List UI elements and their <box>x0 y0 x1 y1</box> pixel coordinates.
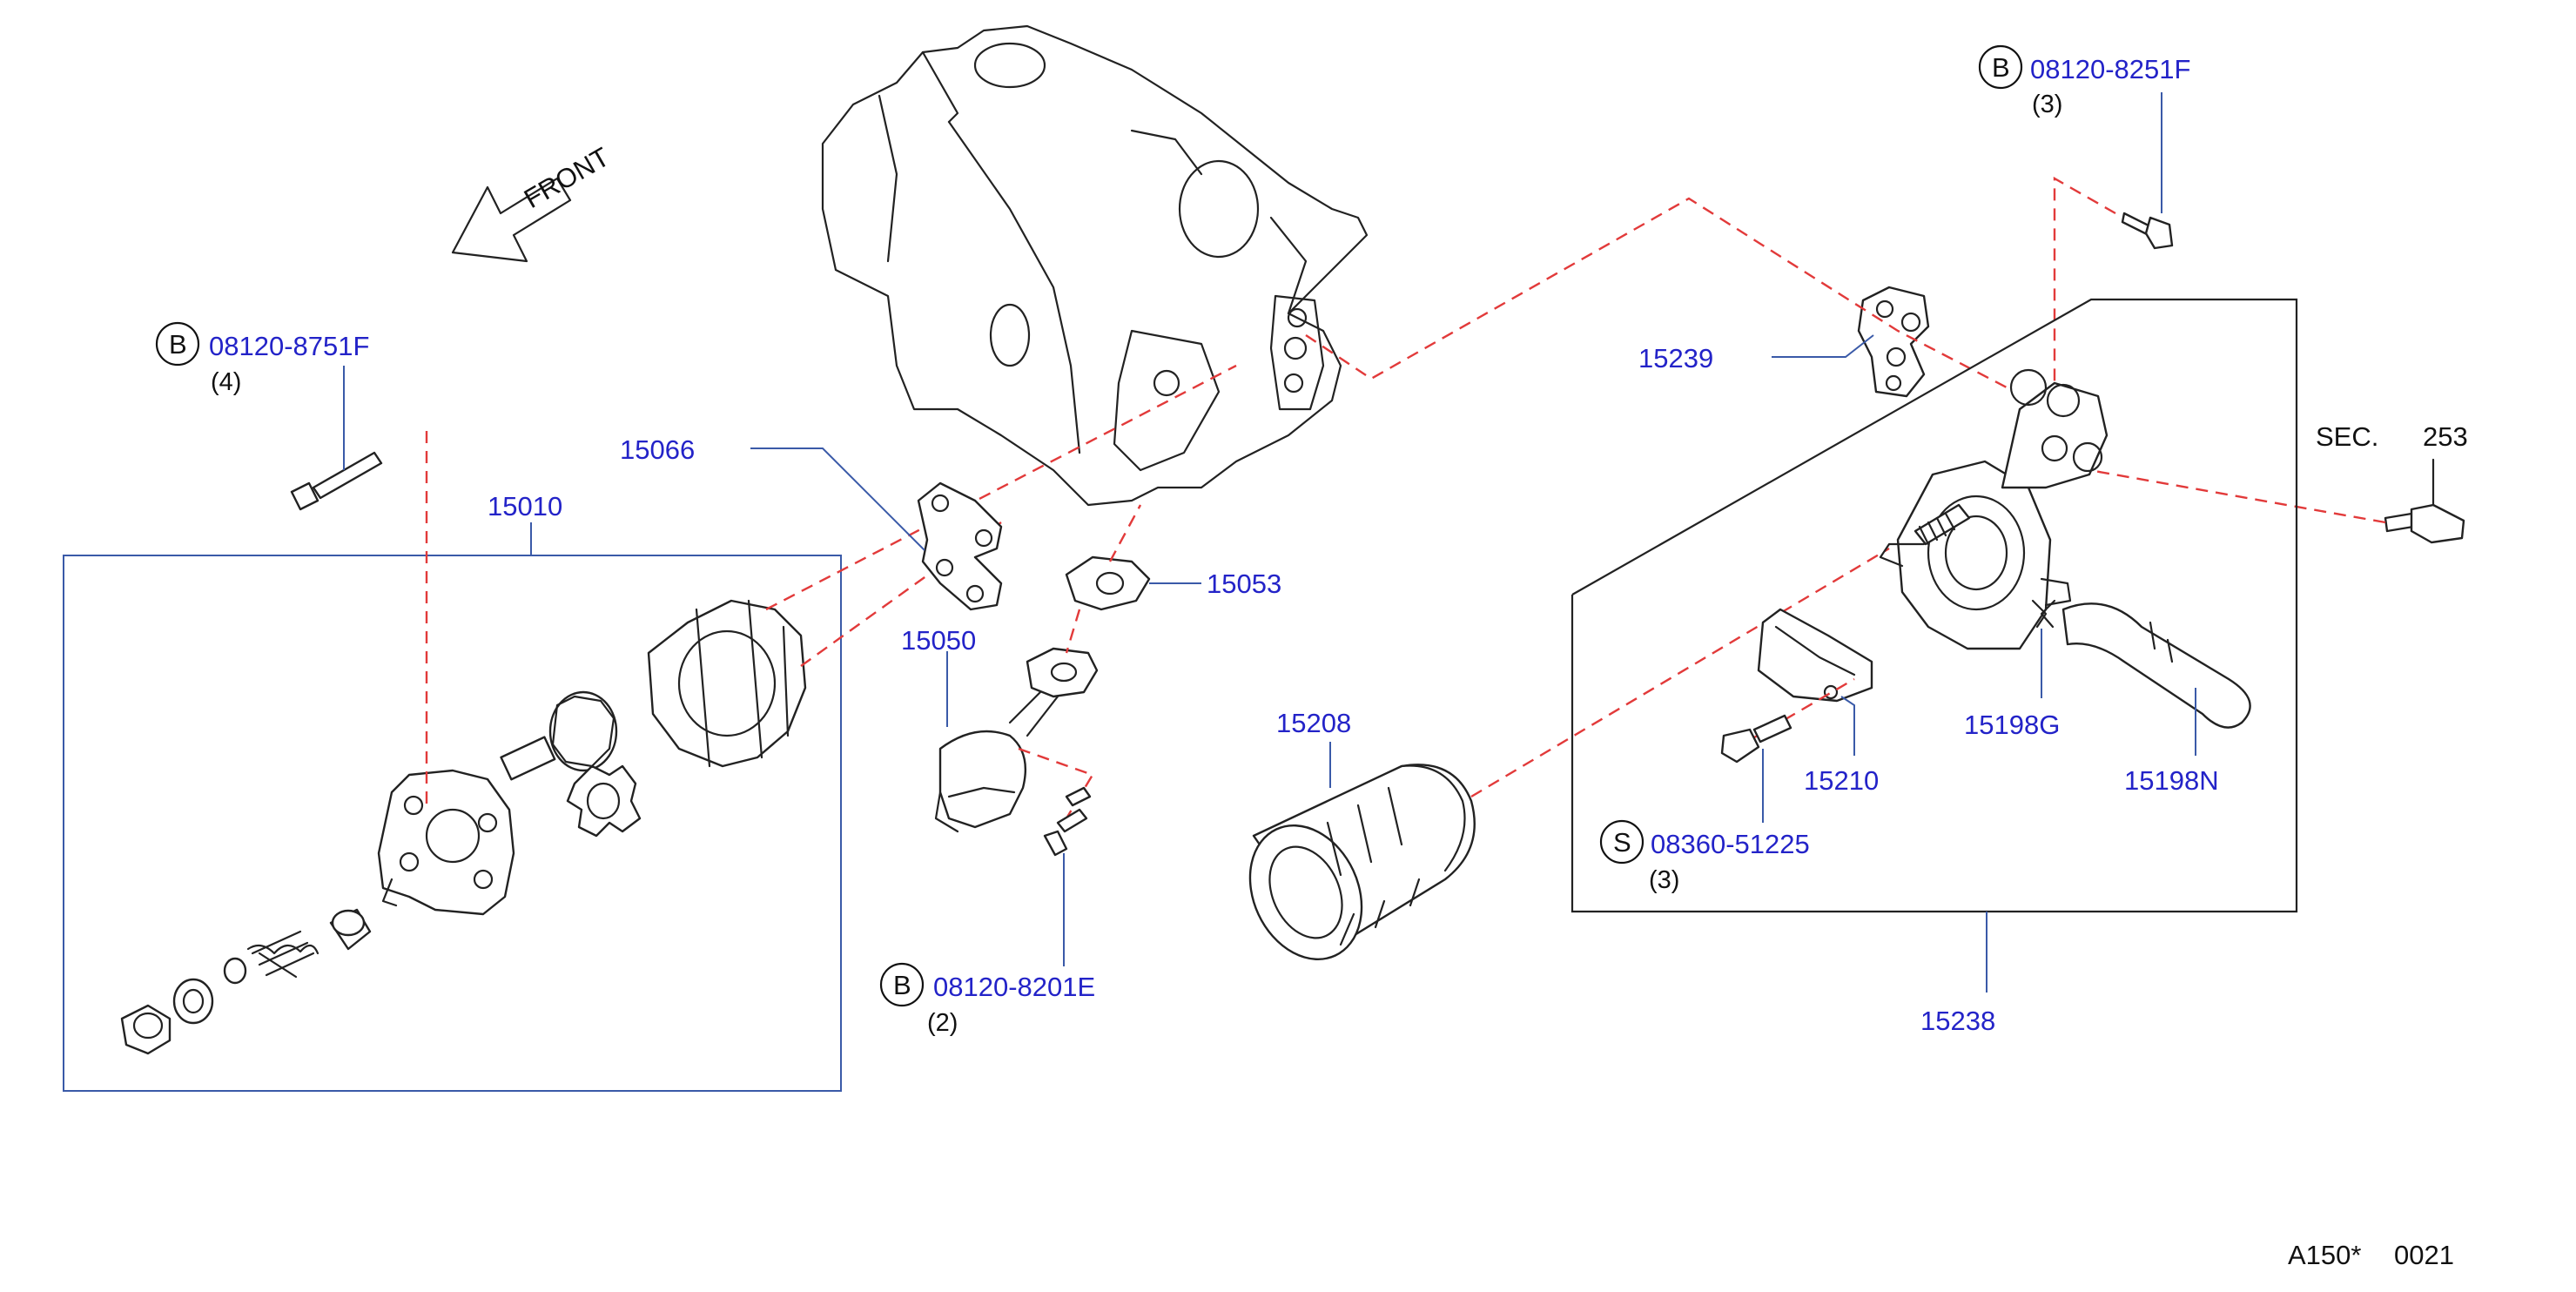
fastener-part-08120-8201E: 08120-8201E <box>933 972 1095 1002</box>
pump-cover <box>647 599 807 768</box>
heat-shield-15210: 15210 <box>1749 608 1879 796</box>
sec-253-reference[interactable]: SEC. 253 <box>2088 421 2468 544</box>
callout-15050[interactable]: 15050 <box>901 625 976 656</box>
callout-15208[interactable]: 15208 <box>1276 708 1351 738</box>
oil-pump-assembly: 15010 <box>63 364 1237 1092</box>
callout-15066[interactable]: 15066 <box>620 434 695 465</box>
badge-b-1: B <box>169 329 187 360</box>
callout-15238[interactable]: 15238 <box>1920 1006 1995 1036</box>
engine-block <box>821 24 1369 507</box>
clamp-15198G: 15198G <box>1964 599 2060 740</box>
sec-label: SEC. <box>2316 421 2378 452</box>
badge-s: S <box>1613 827 1631 858</box>
pump-bolt <box>290 451 383 511</box>
oil-filter-15208: 15208 <box>1248 547 1890 961</box>
fastener-08360-51225[interactable]: S 08360-51225 (3) <box>1599 714 1810 894</box>
callout-15239[interactable]: 15239 <box>1638 343 1713 373</box>
callout-15053[interactable]: 15053 <box>1207 569 1281 599</box>
pump-outer-gear <box>566 764 642 838</box>
callout-15210[interactable]: 15210 <box>1804 765 1879 796</box>
bracket-frame <box>1570 298 2298 913</box>
callout-15198G[interactable]: 15198G <box>1964 710 2060 740</box>
strainer-15050: 15050 <box>901 609 1099 833</box>
badge-b-2: B <box>893 970 911 1000</box>
fastener-qty-3b: (3) <box>1649 866 1679 894</box>
gasket-15066: 15066 <box>620 434 1003 611</box>
badge-b-3: B <box>1992 52 2010 83</box>
fastener-qty-4: (4) <box>211 368 241 396</box>
front-arrow: FRONT <box>451 141 615 263</box>
sec-number: 253 <box>2423 421 2468 452</box>
fastener-08120-8751F[interactable]: B 08120-8751F (4) <box>155 321 369 470</box>
footer-page: 0021 <box>2394 1240 2454 1270</box>
callout-15198N[interactable]: 15198N <box>2124 765 2219 796</box>
gasket-15053: 15053 <box>1065 504 1281 611</box>
pump-inner-gear <box>500 690 618 781</box>
fastener-part-08120-8751F: 08120-8751F <box>209 331 369 361</box>
footer-code: A150* <box>2288 1240 2361 1270</box>
fastener-part-08360-51225: 08360-51225 <box>1651 829 1810 859</box>
relief-valve-parts <box>120 908 372 1055</box>
hose-15198N: 15198N <box>2061 602 2251 796</box>
fastener-part-08120-8251F: 08120-8251F <box>2030 54 2190 84</box>
oil-pump-frame <box>63 555 842 1092</box>
fastener-qty-3a: (3) <box>2032 91 2062 118</box>
fastener-qty-2: (2) <box>927 1009 958 1037</box>
callout-15010[interactable]: 15010 <box>488 491 562 522</box>
pump-housing <box>377 769 515 916</box>
fastener-08120-8201E[interactable]: B 08120-8201E (2) <box>879 786 1095 1037</box>
gasket-15239: 15239 <box>1305 197 2008 398</box>
oil-filter-bracket-assembly: 15238 <box>1570 298 2298 1036</box>
fastener-08120-8251F[interactable]: B 08120-8251F (3) <box>1978 44 2190 418</box>
